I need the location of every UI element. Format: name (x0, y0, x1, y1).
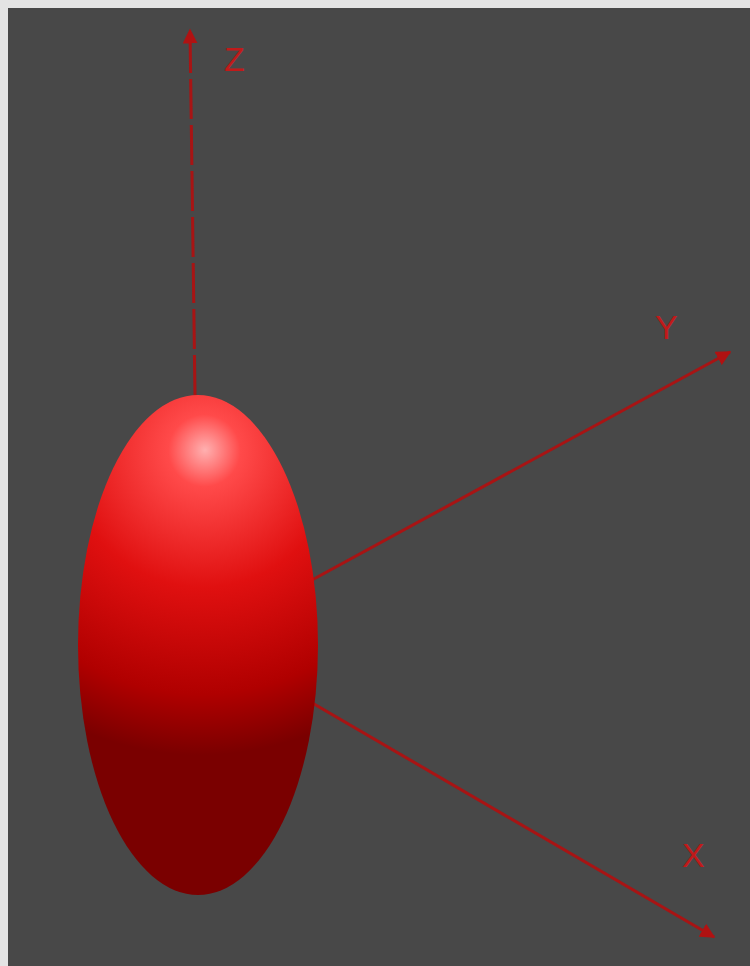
background (8, 8, 750, 966)
axis-label: Z (224, 42, 245, 76)
axis-label: Y (655, 310, 678, 344)
axis-label: X (682, 838, 705, 872)
ellipsoid (78, 395, 318, 895)
x-axis (290, 690, 714, 937)
z-axis (190, 30, 195, 395)
y-axis (312, 352, 730, 580)
